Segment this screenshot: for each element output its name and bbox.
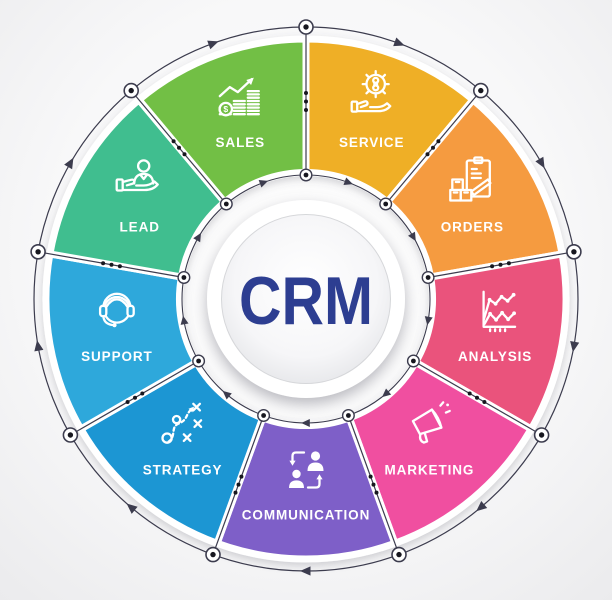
support-headset-icon <box>98 292 135 328</box>
divider-dot <box>436 139 441 144</box>
segment-label-communication: COMMUNICATION <box>242 508 370 523</box>
inner-node-dot <box>383 201 389 207</box>
flow-arrow-inner <box>301 419 310 427</box>
flow-arrow-outer <box>476 500 488 512</box>
outer-node-dot <box>35 249 41 255</box>
divider-dot <box>498 262 503 267</box>
flow-arrow-inner <box>222 390 232 400</box>
divider-dot <box>304 91 308 95</box>
flow-arrow-outer <box>126 503 138 514</box>
analysis-line-chart-icon <box>482 290 517 333</box>
divider-dot <box>482 400 487 404</box>
inner-node-dot <box>411 358 416 364</box>
segment-label-orders: ORDERS <box>441 220 504 235</box>
inner-node-dot <box>346 413 351 418</box>
outer-node-dot <box>67 432 74 438</box>
flow-arrow-inner <box>408 231 416 242</box>
divider-dot <box>233 490 238 495</box>
divider-dot <box>109 262 114 267</box>
divider-dot <box>171 139 176 144</box>
outer-node-dot <box>478 87 484 94</box>
service-gear-hand-icon <box>350 69 392 113</box>
divider-dot <box>368 474 373 479</box>
lead-person-in-hand-icon <box>115 159 159 192</box>
outer-node-dot <box>128 87 134 94</box>
segment-label-analysis: ANALYSIS <box>458 349 532 364</box>
flow-arrow-outer <box>64 157 74 170</box>
flow-arrow-inner <box>193 232 202 243</box>
segment-contents: SERVICE ORDERS ANALYSIS MARKETING COMMUNICAT… <box>81 69 532 523</box>
outer-node-dot <box>303 24 309 30</box>
divider-dot <box>125 400 130 404</box>
dollar-symbol: $ <box>223 104 228 114</box>
segment-label-service: SERVICE <box>339 135 404 150</box>
divider-dot <box>374 490 379 495</box>
outer-node-dot <box>571 249 577 255</box>
sales-coins-growth-icon: $ <box>218 77 260 117</box>
flow-arrow-outer <box>34 340 44 352</box>
flow-arrow-inner <box>343 177 353 185</box>
ring-nodes <box>30 19 582 563</box>
inner-node-dot <box>425 275 431 280</box>
divider-dot <box>304 99 308 104</box>
divider-dot <box>236 482 241 487</box>
flow-arrow-inner <box>382 388 392 398</box>
divider-dot <box>371 482 376 487</box>
divider-dot <box>133 395 137 400</box>
inner-node-dot <box>261 413 266 418</box>
crm-title: CRM <box>239 263 373 339</box>
divider-dot <box>239 474 244 479</box>
divider-dot <box>431 145 435 150</box>
segment-label-marketing: MARKETING <box>384 463 474 478</box>
flow-arrow-outer <box>300 566 311 576</box>
segment-label-sales: SALES <box>216 135 266 150</box>
flow-arrow-outer <box>207 40 219 50</box>
outer-node-dot <box>538 432 545 438</box>
divider-dot <box>490 264 495 269</box>
outer-node-dot <box>210 551 216 558</box>
divider-dot <box>467 391 472 396</box>
divider-dot <box>425 152 430 157</box>
inner-node-dot <box>181 275 187 280</box>
crm-center: CRM <box>207 200 405 398</box>
divider-dot <box>117 264 122 269</box>
divider-dot <box>506 261 511 266</box>
divider-dot <box>304 108 308 112</box>
inner-node-dot <box>196 358 202 364</box>
flow-arrow-inner <box>424 316 433 326</box>
divider-dot <box>101 261 106 266</box>
flow-arrow-outer <box>393 37 405 47</box>
center-inner-circle <box>221 214 391 384</box>
segment-label-lead: LEAD <box>120 220 160 235</box>
flow-arrow-outer <box>535 156 545 169</box>
strategy-tactics-icon <box>161 402 203 444</box>
segment-divider-lines <box>37 27 575 555</box>
flow-arrow-inner <box>180 315 189 325</box>
segment-label-strategy: STRATEGY <box>143 463 223 478</box>
orders-clipboard-boxes-icon <box>449 156 492 202</box>
divider-dot <box>177 145 181 150</box>
divider-dot <box>475 395 479 400</box>
inner-node-dot <box>303 172 309 178</box>
segment-label-support: SUPPORT <box>81 349 153 364</box>
divider-dot <box>140 391 145 396</box>
inner-node-dot <box>223 201 229 207</box>
flow-arrow-outer <box>570 340 580 353</box>
communication-people-exchange-icon <box>289 451 324 489</box>
outer-node-dot <box>396 551 402 558</box>
divider-dot <box>182 152 187 157</box>
flow-arrow-inner <box>258 180 269 188</box>
marketing-megaphone-icon <box>411 401 451 444</box>
